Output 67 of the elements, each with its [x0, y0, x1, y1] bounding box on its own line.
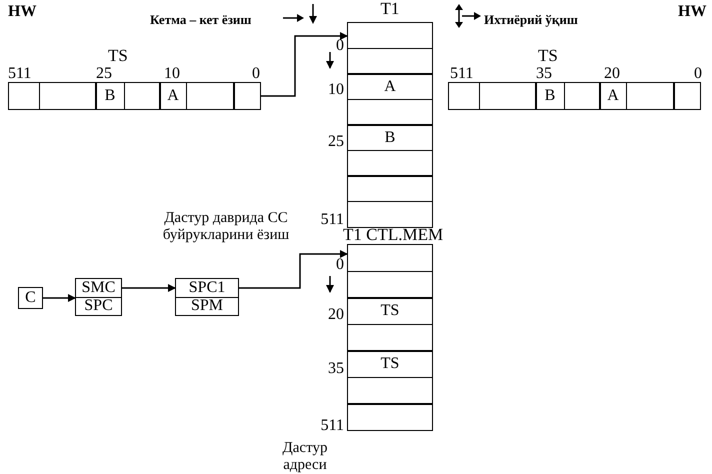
arrow	[239, 250, 348, 289]
arrow	[122, 284, 176, 292]
legend-text: Ихтиёрий ўқиш	[484, 12, 578, 28]
memory-row	[347, 175, 433, 202]
index-number: 511	[8, 66, 32, 82]
register-name: SPC1	[176, 279, 238, 298]
memory-row	[347, 403, 433, 431]
register-box	[18, 287, 43, 309]
index-number: 511	[450, 66, 474, 82]
register-cell	[564, 82, 600, 110]
axis-caption: Дастур адреси	[282, 440, 328, 474]
arrow	[261, 32, 348, 97]
register-cell: B	[535, 82, 565, 110]
memory-row	[347, 376, 433, 404]
register-name: C	[24, 288, 37, 308]
register-cell	[478, 82, 536, 110]
split-register-box	[75, 278, 122, 316]
memory-title: T1	[380, 1, 400, 17]
index-number: 35	[536, 66, 552, 82]
address-number: 20	[328, 307, 344, 323]
memory-row	[347, 270, 433, 298]
register-cell	[233, 82, 261, 110]
corner-label: HW	[678, 4, 706, 20]
register-name: SMC	[76, 279, 121, 298]
memory-row: B	[347, 124, 433, 151]
memory-row	[347, 48, 433, 74]
index-number: 0	[252, 66, 260, 82]
register-cell: A	[599, 82, 627, 110]
memory-row	[347, 98, 433, 126]
register-cell	[38, 82, 96, 110]
register-cell: A	[159, 82, 187, 110]
address-number: 0	[336, 38, 344, 54]
address-number: 511	[320, 418, 344, 434]
split-register-box	[175, 278, 239, 316]
index-number: 25	[96, 66, 112, 82]
register-name: SPM	[190, 298, 224, 315]
arrow	[43, 294, 76, 302]
register-cell	[673, 82, 701, 110]
register-title: TS	[538, 48, 558, 64]
register-cell	[626, 82, 674, 110]
address-number: 10	[328, 82, 344, 98]
memory-row	[347, 200, 433, 228]
memory-row: TS	[347, 297, 433, 325]
annotation-text: Дастур даврида СС буйрукларини ёзиш	[162, 210, 290, 244]
register-cell: B	[95, 82, 125, 110]
corner-label: HW	[8, 4, 36, 20]
index-number: 20	[604, 66, 620, 82]
legend-text: Кетма – кет ёзиш	[150, 12, 252, 28]
memory-row: TS	[347, 350, 433, 378]
register-cell	[186, 82, 234, 110]
memory-row	[347, 244, 433, 272]
index-number: 0	[694, 66, 702, 82]
address-number: 25	[328, 134, 344, 150]
address-number: 511	[320, 212, 344, 228]
memory-row: A	[347, 73, 433, 100]
memory-row	[347, 150, 433, 176]
register-title: TS	[108, 48, 128, 64]
address-number: 35	[328, 361, 344, 377]
memory-row	[347, 324, 433, 352]
register-name: SPC	[83, 298, 114, 315]
register-cell	[448, 82, 480, 110]
memory-row	[347, 22, 433, 49]
register-cell	[8, 82, 40, 110]
register-cell	[124, 82, 160, 110]
memory-title: T1 CTL.MEM	[343, 227, 444, 243]
index-number: 10	[164, 66, 180, 82]
address-number: 0	[336, 257, 344, 273]
